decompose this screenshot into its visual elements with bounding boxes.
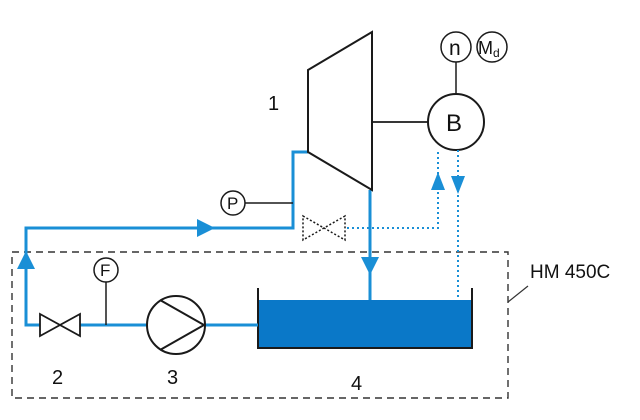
system-label: HM 450C	[530, 262, 610, 283]
flow-sensor	[93, 257, 119, 283]
supply-pipe	[24, 150, 308, 327]
bypass-valve-icon	[302, 214, 346, 242]
speed-sensor-label: n	[449, 37, 461, 60]
speed-sensor	[440, 31, 472, 63]
tank-number-label: 4	[351, 373, 362, 395]
torque-sub: d	[493, 46, 500, 60]
cooling-arrow-up-icon	[431, 172, 445, 190]
pump-number-label: 3	[167, 367, 178, 389]
turbine-icon	[307, 30, 373, 192]
system-boundary	[11, 251, 509, 399]
pressure-sensor-label: P	[227, 194, 238, 213]
flow-sensor-label: F	[100, 261, 110, 280]
tank-icon	[258, 300, 472, 348]
pump-icon	[146, 295, 206, 355]
torque-main: M	[478, 38, 493, 58]
valve-icon	[39, 312, 81, 338]
valve-number-label: 2	[52, 367, 63, 389]
cooling-arrow-down-icon	[451, 176, 465, 194]
pressure-sensor	[220, 190, 246, 216]
torque-sensor	[476, 31, 508, 63]
brake-label: B	[446, 110, 462, 137]
tank-walls	[257, 288, 473, 349]
pump-symbol	[159, 299, 207, 351]
torque-sensor-label: Md	[478, 38, 500, 60]
cooling-lines	[347, 150, 459, 300]
turbine-number-label: 1	[268, 93, 279, 115]
system-label-leader	[507, 285, 529, 303]
